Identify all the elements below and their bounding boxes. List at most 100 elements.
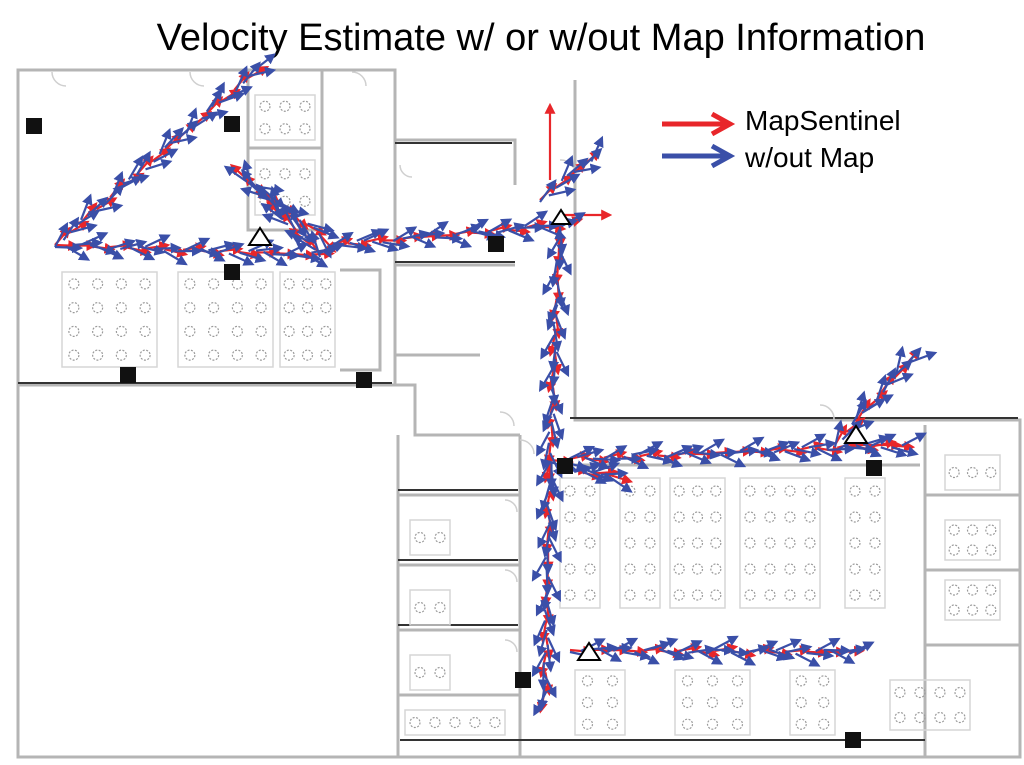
velocity-arrow bbox=[581, 469, 607, 484]
velocity-arrow bbox=[349, 241, 377, 254]
chair bbox=[283, 349, 295, 361]
square-marker-icon bbox=[224, 116, 240, 132]
chair bbox=[673, 537, 685, 549]
velocity-arrow bbox=[242, 61, 261, 85]
chair bbox=[584, 589, 596, 601]
velocity-arrow bbox=[542, 398, 555, 426]
velocity-arrow bbox=[550, 421, 561, 450]
velocity-arrow bbox=[590, 135, 604, 162]
triangle-marker-icon bbox=[247, 226, 273, 246]
velocity-arrow bbox=[548, 186, 577, 197]
legend: MapSentinel w/out Map bbox=[662, 105, 901, 173]
velocity-arrow bbox=[651, 637, 679, 650]
velocity-arrow bbox=[556, 226, 568, 256]
velocity-arrow bbox=[144, 234, 171, 248]
velocity-arrow bbox=[685, 451, 712, 465]
chair bbox=[320, 349, 332, 361]
chair bbox=[744, 485, 756, 497]
chair bbox=[706, 718, 719, 730]
velocity-arrow bbox=[754, 449, 781, 462]
velocity-arrow bbox=[228, 252, 255, 266]
velocity-arrow bbox=[596, 647, 623, 662]
chair bbox=[681, 675, 694, 687]
chair bbox=[795, 718, 807, 730]
velocity-arrow bbox=[293, 252, 323, 264]
chair bbox=[68, 349, 80, 361]
chair bbox=[92, 278, 104, 290]
chair bbox=[914, 686, 926, 699]
chair bbox=[564, 485, 576, 497]
velocity-arrow bbox=[392, 226, 418, 243]
chair bbox=[283, 302, 295, 314]
velocity-arrow bbox=[70, 222, 98, 234]
chair bbox=[184, 278, 196, 290]
velocity-arrow bbox=[262, 250, 288, 267]
chair bbox=[606, 696, 619, 709]
chair bbox=[673, 589, 685, 601]
chair bbox=[564, 563, 576, 575]
chair bbox=[804, 485, 816, 497]
velocity-arrow bbox=[445, 235, 473, 249]
chair bbox=[691, 511, 704, 523]
velocity-arrow bbox=[576, 447, 605, 458]
chair bbox=[581, 696, 594, 709]
velocity-arrow bbox=[170, 133, 198, 145]
velocity-arrow bbox=[763, 440, 791, 453]
chair bbox=[948, 466, 960, 479]
velocity-arrow bbox=[882, 367, 896, 393]
desk-block bbox=[619, 477, 661, 609]
chair bbox=[255, 349, 267, 361]
chair bbox=[139, 325, 151, 337]
chair bbox=[255, 302, 267, 314]
desk-block bbox=[669, 477, 726, 609]
chair bbox=[985, 584, 997, 596]
chair bbox=[948, 544, 960, 556]
chair bbox=[92, 302, 104, 314]
square-marker-icon bbox=[356, 372, 372, 388]
chair bbox=[948, 584, 960, 596]
chair bbox=[710, 589, 722, 601]
chair bbox=[434, 666, 446, 679]
desk-block bbox=[944, 519, 1001, 561]
velocity-arrow bbox=[153, 242, 182, 254]
velocity-arrow bbox=[784, 643, 813, 655]
chair bbox=[449, 716, 461, 729]
velocity-arrow bbox=[54, 221, 69, 248]
square-marker-icon bbox=[224, 264, 240, 280]
velocity-arrow bbox=[313, 226, 340, 240]
chair bbox=[301, 349, 314, 361]
velocity-arrow bbox=[784, 450, 812, 463]
velocity-arrow bbox=[86, 196, 109, 217]
chair bbox=[849, 485, 861, 497]
velocity-arrow bbox=[768, 648, 796, 661]
chair bbox=[966, 544, 979, 556]
velocity-arrow bbox=[815, 637, 841, 653]
velocity-arrow bbox=[95, 202, 124, 213]
velocity-arrow bbox=[677, 444, 705, 456]
desk-block bbox=[574, 669, 626, 736]
velocity-arrow bbox=[554, 242, 566, 271]
velocity-arrow bbox=[720, 453, 747, 468]
velocity-arrow bbox=[239, 251, 267, 264]
chair bbox=[744, 511, 756, 523]
chair bbox=[731, 675, 744, 687]
velocity-arrow bbox=[623, 455, 650, 470]
velocity-arrow bbox=[200, 247, 226, 262]
velocity-arrow bbox=[289, 214, 308, 238]
velocity-arrow bbox=[82, 231, 109, 246]
legend-label: w/out Map bbox=[744, 142, 874, 173]
desk-block bbox=[739, 477, 821, 609]
velocity-arrow bbox=[795, 652, 821, 667]
chair bbox=[764, 563, 776, 575]
velocity-arrow bbox=[122, 173, 150, 185]
no-map-velocity-arrows bbox=[54, 53, 938, 717]
velocity-arrow bbox=[546, 637, 561, 664]
velocity-arrow bbox=[550, 388, 564, 415]
chair bbox=[795, 696, 807, 709]
velocity-arrow bbox=[533, 620, 547, 647]
velocity-arrow bbox=[184, 237, 211, 252]
chair bbox=[784, 485, 796, 497]
chair bbox=[914, 711, 926, 724]
velocity-arrow bbox=[752, 640, 779, 654]
velocity-arrow bbox=[676, 640, 703, 654]
